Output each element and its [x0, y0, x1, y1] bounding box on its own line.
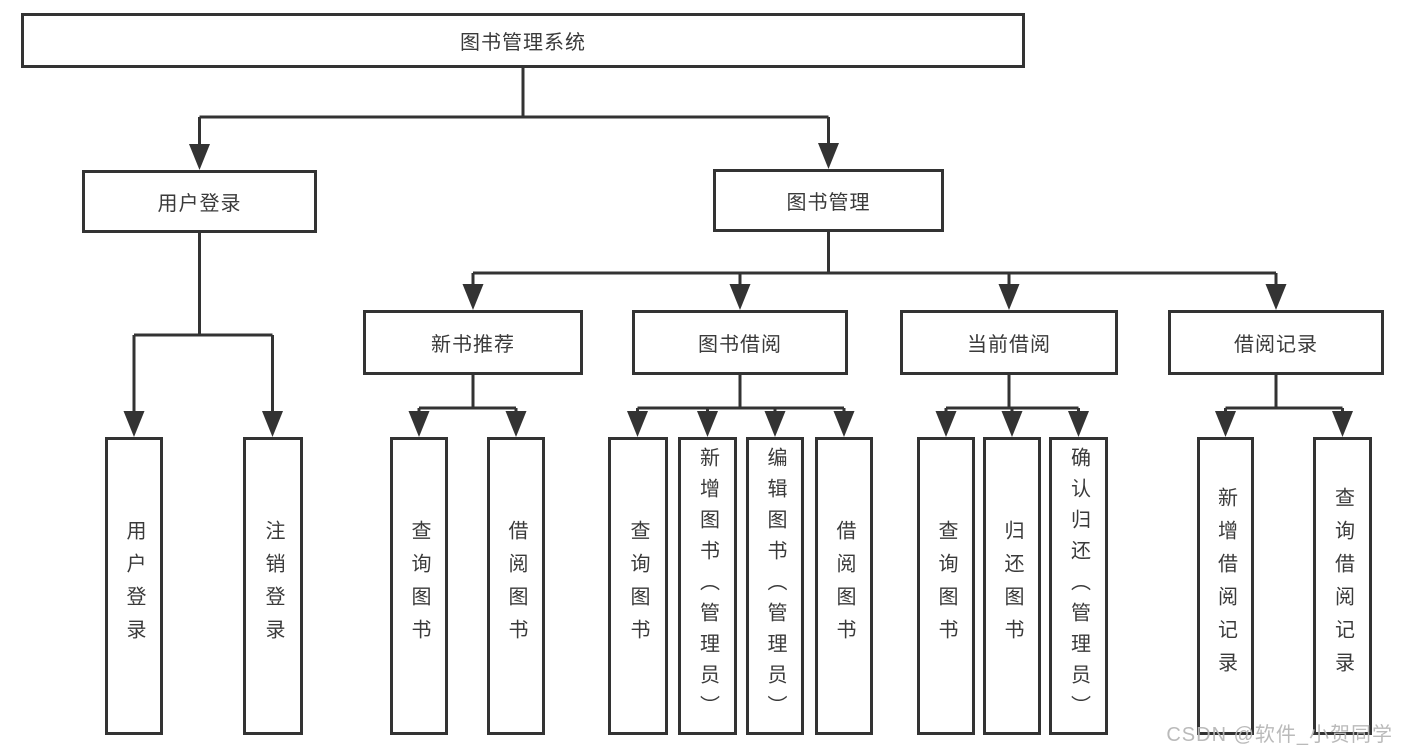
leaf-confirm-return-admin: 确认归还（管理员）: [1049, 437, 1108, 735]
node-label: 查询图书: [935, 520, 957, 652]
connector-root-to-level2: [189, 68, 839, 170]
leaf-borrow-books-borrowing: 借阅图书: [815, 437, 873, 735]
leaf-add-book-admin: 新增图书（管理员）: [678, 437, 737, 735]
node-borrowing-records: 借阅记录: [1168, 310, 1384, 375]
arrowhead: [764, 411, 786, 437]
node-new-book-recommend: 新书推荐: [363, 310, 583, 375]
leaf-query-books-borrowing: 查询图书: [608, 437, 668, 735]
arrowhead: [935, 411, 957, 437]
arrowhead: [123, 411, 145, 437]
arrowhead: [818, 143, 839, 169]
node-label: 当前借阅: [967, 334, 1051, 356]
arrowhead: [505, 411, 527, 437]
connector-book-borrowing-children: [627, 375, 855, 437]
arrowhead: [1332, 411, 1353, 437]
node-label: 查询借阅记录: [1331, 487, 1354, 685]
connector-new-book-children: [408, 375, 527, 437]
arrowhead: [998, 284, 1020, 310]
node-current-borrowing: 当前借阅: [900, 310, 1118, 375]
csdn-watermark: CSDN @软件_小贺同学: [1166, 724, 1393, 746]
leaf-add-borrow-record: 新增借阅记录: [1197, 437, 1254, 735]
node-label: 归还图书: [1001, 520, 1023, 652]
node-label: 借阅图书: [833, 520, 855, 652]
arrowhead: [189, 144, 210, 170]
leaf-return-books: 归还图书: [983, 437, 1041, 735]
connector-book-management-children: [462, 232, 1287, 310]
arrowhead: [1265, 284, 1287, 310]
connector-user-login-children: [123, 233, 283, 437]
node-library-system: 图书管理系统: [21, 13, 1025, 68]
arrowhead: [1215, 411, 1236, 437]
node-label: 图书管理系统: [460, 32, 586, 54]
leaf-user-login: 用户登录: [105, 437, 163, 735]
arrowhead: [262, 411, 283, 437]
node-label: 用户登录: [123, 520, 145, 652]
leaf-edit-book-admin: 编辑图书（管理员）: [746, 437, 804, 735]
node-label: 查询图书: [627, 520, 649, 652]
leaf-query-borrow-record: 查询借阅记录: [1313, 437, 1372, 735]
arrowhead: [408, 411, 430, 437]
arrowhead: [1001, 411, 1023, 437]
arrowhead: [833, 411, 855, 437]
node-book-management: 图书管理: [713, 169, 944, 232]
node-label: 查询图书: [408, 520, 430, 652]
node-label: 新书推荐: [431, 334, 515, 356]
node-user-login: 用户登录: [82, 170, 317, 233]
node-book-borrowing: 图书借阅: [632, 310, 848, 375]
leaf-query-books-current: 查询图书: [917, 437, 975, 735]
leaf-borrow-books-recommend: 借阅图书: [487, 437, 545, 735]
arrowhead: [627, 411, 648, 437]
node-label: 确认归还（管理员）: [1067, 446, 1090, 726]
leaf-query-books-recommend: 查询图书: [390, 437, 448, 735]
connector-borrowing-records-children: [1215, 375, 1353, 437]
node-label: 图书管理: [786, 192, 871, 214]
leaf-logout: 注销登录: [243, 437, 303, 735]
node-label: 编辑图书（管理员）: [764, 446, 786, 726]
arrowhead: [1068, 411, 1089, 437]
arrowhead: [462, 284, 484, 310]
connector-current-borrowing-children: [935, 375, 1089, 437]
arrowhead: [697, 411, 718, 437]
node-label: 借阅记录: [1234, 334, 1318, 356]
node-label: 用户登录: [157, 193, 242, 215]
node-label: 图书借阅: [698, 334, 782, 356]
arrowhead: [729, 284, 751, 310]
node-label: 新增图书（管理员）: [696, 446, 719, 726]
node-label: 注销登录: [262, 520, 284, 652]
node-label: 新增借阅记录: [1214, 487, 1237, 685]
node-label: 借阅图书: [505, 520, 527, 652]
